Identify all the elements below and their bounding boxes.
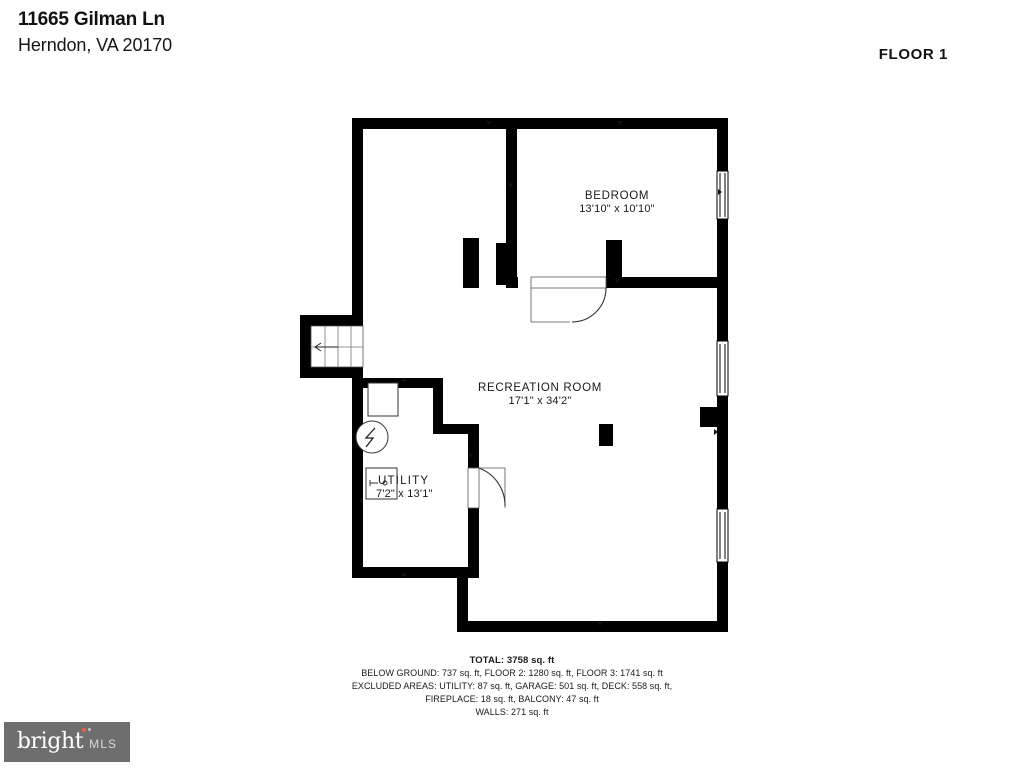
bright-logo-secondary-dot (88, 728, 92, 731)
bright-logo-text: bright (16, 729, 84, 754)
room-name-bedroom: BEDROOM (584, 190, 650, 202)
room-label-bedroom: BEDROOM 13'10" x 10'10" (556, 189, 678, 216)
summary-total: TOTAL: 3758 sq. ft (469, 655, 555, 666)
window-middle-right (716, 340, 729, 397)
room-label-utility: UTILITY 7'2" x 13'1" (376, 474, 456, 501)
interior-partition-walls (363, 118, 728, 578)
address-street: 11665 Gilman Ln (18, 9, 165, 30)
summary-below-ground-floors: BELOW GROUND: 737 sq. ft, FLOOR 2: 1280 … (361, 668, 663, 679)
utility-door (467, 467, 506, 509)
furnace-icon (365, 467, 398, 500)
floor-area-fill (352, 118, 728, 632)
floor-number-label: FLOOR 1 (878, 46, 948, 63)
room-dimensions-recreation-room: 17'1" x 34'2" (508, 395, 572, 408)
water-heater-icon (367, 382, 399, 417)
room-dimensions-utility: 7'2" x 13'1" (376, 488, 433, 501)
support-column (599, 424, 613, 446)
mls-logo-text: MLS (89, 737, 118, 751)
room-name-recreation-room: RECREATION ROOM (477, 382, 602, 394)
area-summary-block: TOTAL: 3758 sq. ft BELOW GROUND: 737 sq.… (0, 654, 1024, 719)
property-address-block: 11665 Gilman Ln Herndon, VA 20170 (18, 8, 172, 57)
staircase (310, 325, 364, 368)
electrical-panel-icon (355, 420, 389, 454)
address-city-state-zip: Herndon, VA 20170 (18, 35, 173, 56)
window-upper-right (716, 170, 729, 220)
wall-stub-right (700, 407, 728, 427)
watermark-inner: bright MLS (16, 728, 118, 754)
room-label-recreation-room: RECREATION ROOM 17'1" x 34'2" (470, 381, 610, 408)
summary-excluded-areas: EXCLUDED AREAS: UTILITY: 87 sq. ft, GARA… (351, 681, 673, 692)
exterior-walls (300, 118, 728, 632)
room-name-utility: UTILITY (378, 475, 430, 487)
dimension-ticks (359, 121, 722, 626)
room-dimensions-bedroom: 13'10" x 10'10" (579, 203, 655, 216)
summary-fireplace-balcony: FIREPLACE: 18 sq. ft, BALCONY: 47 sq. ft (425, 694, 599, 705)
bright-mls-watermark: bright MLS (4, 722, 130, 762)
summary-walls: WALLS: 271 sq. ft (475, 706, 549, 717)
bright-logo-accent-dot (82, 728, 87, 732)
window-lower-right (716, 508, 729, 563)
bedroom-door (530, 276, 607, 323)
